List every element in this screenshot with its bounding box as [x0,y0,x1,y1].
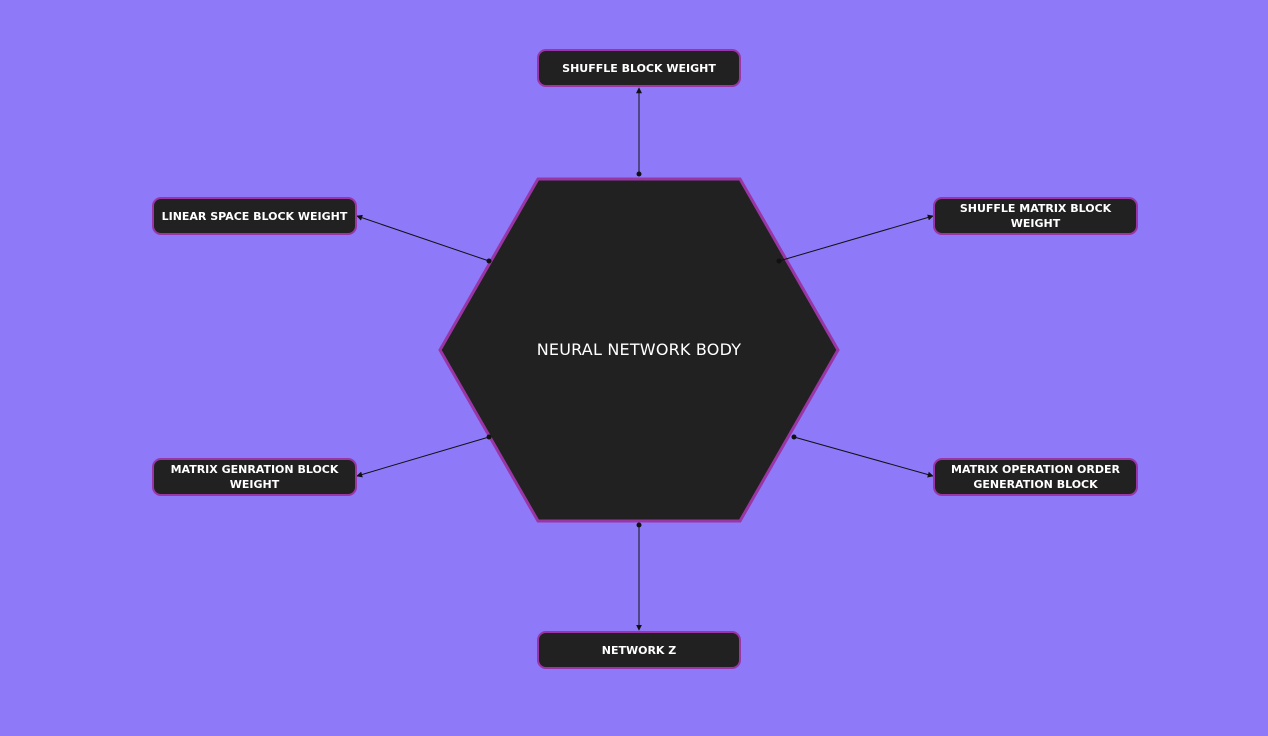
node-matrix-operation-order-generation-block[interactable]: MATRIX OPERATION ORDER GENERATION BLOCK [933,458,1138,496]
neural-network-body-hexagon [438,177,840,523]
connector-upper-left-dot [486,258,492,264]
connector-bottom-dot [636,522,642,528]
node-linear-space-block-weight-label: LINEAR SPACE BLOCK WEIGHT [161,209,348,223]
neural-network-body-label: NEURAL NETWORK BODY [536,340,742,359]
node-matrix-genration-block-weight-label: MATRIX GENRATION BLOCK WEIGHT [170,463,339,491]
connector-lower-left-dot [486,434,492,440]
node-matrix-genration-block-weight[interactable]: MATRIX GENRATION BLOCK WEIGHT [152,458,357,496]
node-shuffle-matrix-block-weight[interactable]: SHUFFLE MATRIX BLOCK WEIGHT [933,197,1138,235]
connector-upper-right-dot [776,258,782,264]
connector-upper-left [356,214,490,262]
node-shuffle-matrix-block-weight-label: SHUFFLE MATRIX BLOCK WEIGHT [959,202,1112,230]
connector-upper-right [778,214,934,262]
connector-lower-left [356,436,490,478]
connector-lower-right [793,436,934,478]
connector-lower-right-dot [791,434,797,440]
node-matrix-operation-order-generation-block-label: MATRIX OPERATION ORDER GENERATION BLOCK [951,463,1120,491]
node-network-z-label: NETWORK Z [601,643,677,657]
node-shuffle-block-weight-label: SHUFFLE BLOCK WEIGHT [562,61,716,75]
node-network-z[interactable]: NETWORK Z [537,631,741,669]
node-shuffle-block-weight[interactable]: SHUFFLE BLOCK WEIGHT [537,49,741,87]
node-linear-space-block-weight[interactable]: LINEAR SPACE BLOCK WEIGHT [152,197,357,235]
connector-top-dot [636,171,642,177]
